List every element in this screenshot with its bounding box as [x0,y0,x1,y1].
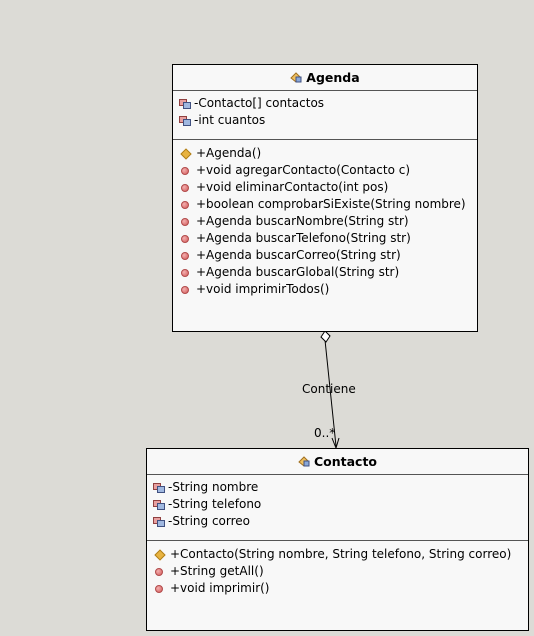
class-icon [298,456,310,467]
method-icon [181,217,194,226]
class-contacto-header: Contacto [147,449,528,475]
method-icon [155,567,168,576]
class-icon [290,72,303,83]
field-icon [153,499,166,510]
field-icon [153,516,166,527]
method-icon [181,200,194,209]
operation-row[interactable]: +Agenda buscarTelefono(String str) [181,230,477,247]
operation-row[interactable]: +void imprimirTodos() [181,281,477,298]
class-agenda-header: Agenda [173,65,477,91]
class-contacto-name: Contacto [313,454,378,469]
operation-row[interactable]: +Contacto(String nombre, String telefono… [154,546,528,563]
method-icon [181,251,194,260]
contacto-attributes: -String nombre -String telefono -String … [147,475,528,541]
class-agenda[interactable]: Agenda -Contacto[] contactos -int cuanto… [172,64,478,332]
constructor-icon [154,548,168,561]
operation-row[interactable]: +void imprimir() [155,580,528,597]
method-icon [181,268,194,277]
operation-row[interactable]: +Agenda() [180,145,477,162]
method-icon [181,166,194,175]
method-icon [181,183,194,192]
method-icon [181,285,194,294]
method-icon [181,234,194,243]
agenda-operations: +Agenda() +void agregarContacto(Contacto… [173,140,477,304]
operation-row[interactable]: +Agenda buscarGlobal(String str) [181,264,477,281]
method-icon [155,584,168,593]
attribute-row[interactable]: -int cuantos [179,112,477,129]
operation-row[interactable]: +Agenda buscarCorreo(String str) [181,247,477,264]
field-icon [153,482,166,493]
attribute-row[interactable]: -String nombre [153,479,528,496]
operation-row[interactable]: +String getAll() [155,563,528,580]
association-label: Contiene [302,382,356,396]
operation-row[interactable]: +Agenda buscarNombre(String str) [181,213,477,230]
operation-row[interactable]: +void eliminarContacto(int pos) [181,179,477,196]
agenda-attributes: -Contacto[] contactos -int cuantos [173,91,477,140]
field-icon [179,98,192,109]
class-contacto[interactable]: Contacto -String nombre -String telefono… [146,448,529,631]
attribute-row[interactable]: -String telefono [153,496,528,513]
class-agenda-name: Agenda [306,70,360,85]
field-icon [179,115,192,126]
constructor-icon [180,147,194,160]
operation-row[interactable]: +void agregarContacto(Contacto c) [181,162,477,179]
operation-row[interactable]: +boolean comprobarSiExiste(String nombre… [181,196,477,213]
attribute-row[interactable]: -String correo [153,513,528,530]
multiplicity-label: 0..* [314,426,336,440]
association-line[interactable] [324,339,337,447]
aggregation-diamond [320,330,331,343]
attribute-row[interactable]: -Contacto[] contactos [179,95,477,112]
contacto-operations: +Contacto(String nombre, String telefono… [147,541,528,603]
